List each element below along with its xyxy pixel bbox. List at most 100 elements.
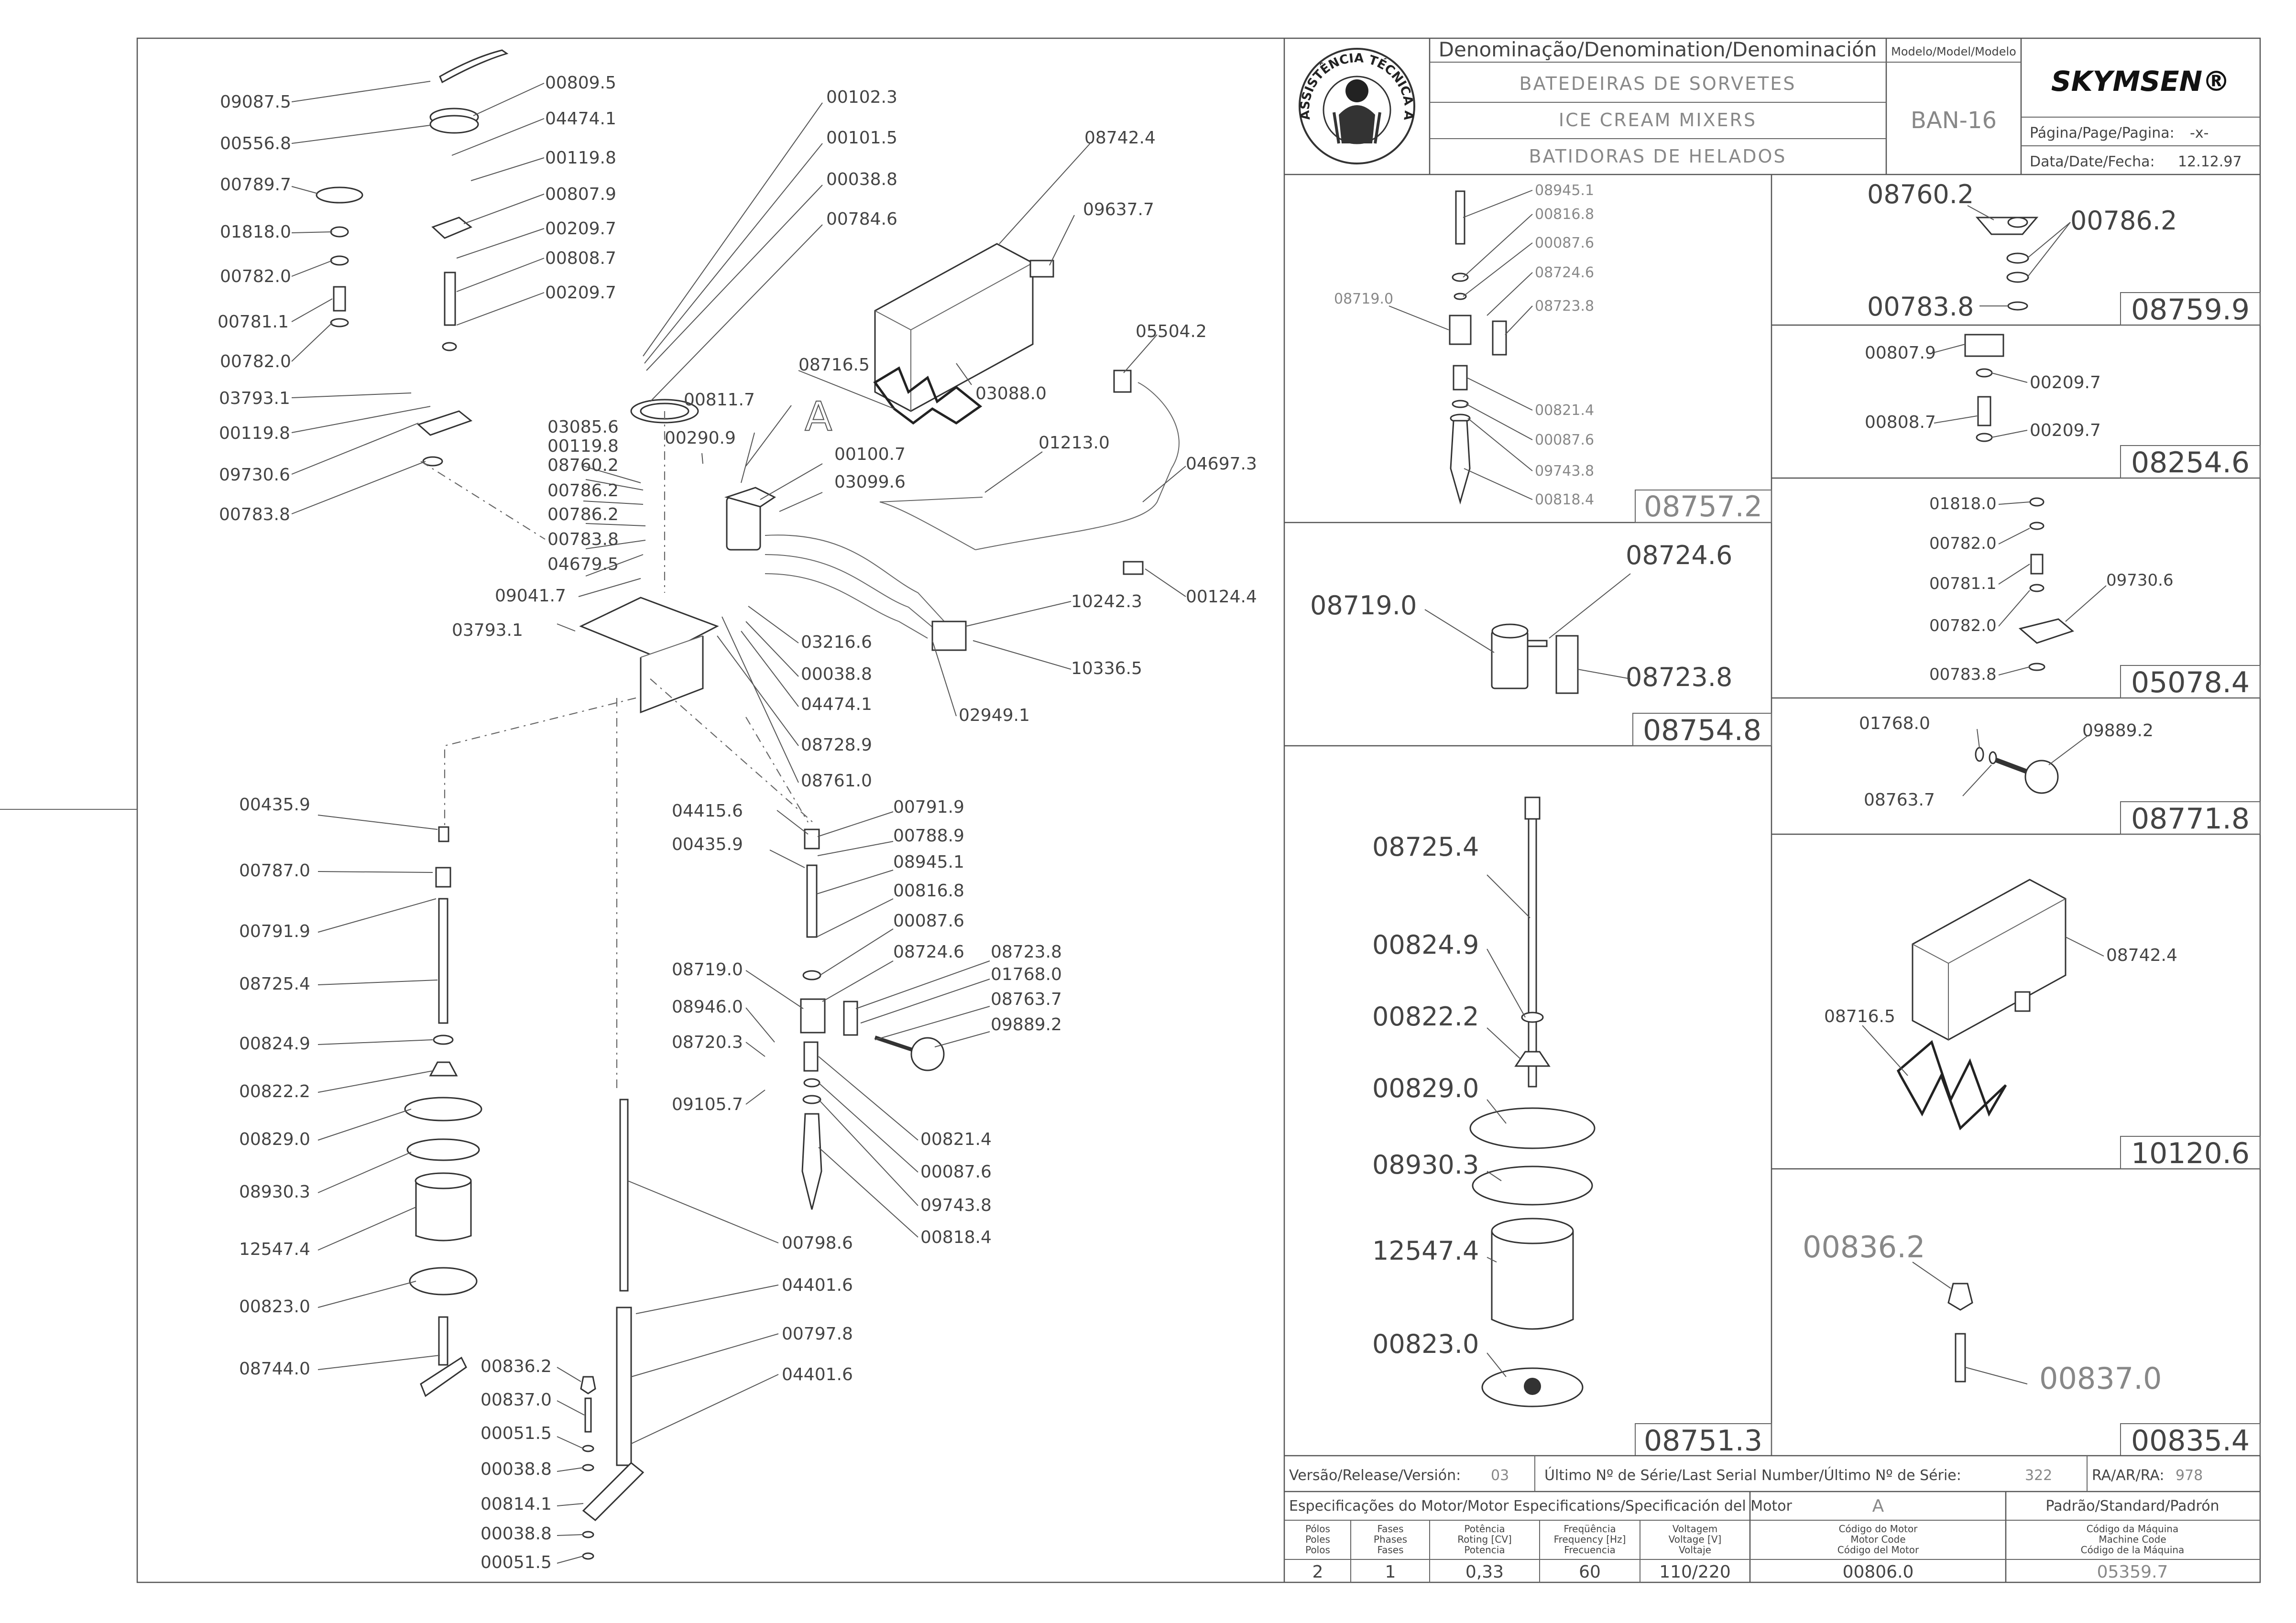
main-label-rc17: 00821.4 bbox=[920, 1130, 992, 1149]
main-label-b6: 00038.8 bbox=[481, 1524, 552, 1544]
main-label-ll8: 08930.3 bbox=[239, 1182, 310, 1202]
drawing-frame bbox=[136, 37, 2261, 1583]
s08254-label-d: 00209.7 bbox=[2030, 421, 2101, 440]
main-label-m21: 08728.9 bbox=[801, 735, 872, 755]
main-label-rc7: 00791.9 bbox=[893, 797, 964, 817]
subassembly-code-boxes: 08757.2 08754.8 08751.3 08759.9 08254.6 … bbox=[1632, 292, 2261, 1458]
code-05078: 05078.4 bbox=[2131, 666, 2250, 699]
code-10120: 10120.6 bbox=[2131, 1137, 2250, 1170]
main-label-l11: 00783.8 bbox=[219, 505, 290, 524]
s10120-label-belt: 08716.5 bbox=[1824, 1007, 1895, 1026]
main-label-c2: 00101.5 bbox=[826, 128, 897, 148]
s08757-label-4: 08724.6 bbox=[1535, 264, 1594, 281]
main-label-b4: 00038.8 bbox=[481, 1460, 552, 1479]
s08754-label-pin: 08724.6 bbox=[1626, 540, 1732, 570]
main-label-l3: 00789.7 bbox=[220, 175, 291, 195]
main-label-m5: 08760.2 bbox=[547, 456, 619, 475]
main-label-rc9: 08945.1 bbox=[893, 852, 964, 872]
s08751-label-bowl: 12547.4 bbox=[1372, 1236, 1479, 1266]
main-label-l9: 00119.8 bbox=[219, 424, 290, 443]
denomination-header: Denominação/Denomination/Denominación bbox=[1439, 38, 1877, 61]
title-block: ASSISTÊNCIA TÉCNICA AUTORIZADA Denominaç… bbox=[0, 0, 2260, 175]
subassembly-08751: 08725.4 00824.9 00822.2 00829.0 08930.3 … bbox=[1372, 796, 1596, 1407]
svg-text:ASSISTÊNCIA TÉCNICA AUTORIZADA: ASSISTÊNCIA TÉCNICA AUTORIZADA bbox=[0, 0, 1416, 121]
name-portuguese: BATEDEIRAS DE SORVETES bbox=[1520, 73, 1796, 94]
main-label-m16: 10336.5 bbox=[1071, 659, 1142, 678]
main-label-rc19: 09743.8 bbox=[920, 1196, 992, 1215]
s08254-label-a: 00807.9 bbox=[1865, 343, 1936, 363]
main-label-m22: 08761.0 bbox=[801, 771, 872, 791]
ra-value: 978 bbox=[2176, 1467, 2203, 1484]
code-08751: 08751.3 bbox=[1644, 1424, 1762, 1458]
footer-table: Versão/Release/Versión: 03 Último Nº de … bbox=[1284, 1455, 2260, 1582]
s08757-label-6: 08719.0 bbox=[1334, 291, 1393, 307]
subassembly-08757: 08945.1 00816.8 00087.6 08724.6 08723.8 … bbox=[1334, 182, 1594, 508]
s08751-label-base: 00823.0 bbox=[1372, 1329, 1479, 1359]
model-value: BAN-16 bbox=[1911, 107, 1997, 134]
s08754-label-body: 08719.0 bbox=[1310, 590, 1417, 621]
s08759-label-b: 00786.2 bbox=[2070, 206, 2177, 236]
authorized-service-seal: ASSISTÊNCIA TÉCNICA AUTORIZADA bbox=[0, 0, 1416, 164]
page-value: -x- bbox=[2190, 125, 2209, 142]
name-spanish: BATIDORAS DE HELADOS bbox=[1529, 146, 1786, 167]
main-label-ll4: 08725.4 bbox=[239, 974, 310, 994]
main-label-t7: 00209.7 bbox=[545, 283, 616, 303]
main-label-t5: 00209.7 bbox=[545, 219, 616, 239]
voltage-value: 110/220 bbox=[1659, 1562, 1731, 1582]
main-label-rc6: 09105.7 bbox=[672, 1095, 743, 1114]
main-label-c7: 08716.5 bbox=[798, 355, 870, 375]
s08757-label-9: 09743.8 bbox=[1535, 463, 1594, 479]
seal-text: ASSISTÊNCIA TÉCNICA AUTORIZADA bbox=[0, 0, 1416, 121]
main-label-c1: 00102.3 bbox=[826, 87, 897, 107]
main-label-b5: 00814.1 bbox=[481, 1494, 552, 1514]
phases-value: 1 bbox=[1385, 1562, 1396, 1582]
main-label-b7: 00051.5 bbox=[481, 1553, 552, 1572]
s08757-label-2: 00816.8 bbox=[1535, 206, 1594, 223]
main-label-l5: 00782.0 bbox=[220, 267, 291, 286]
main-label-m8: 00783.8 bbox=[547, 530, 619, 549]
poles-value: 2 bbox=[1312, 1562, 1323, 1582]
main-label-c10: 01213.0 bbox=[1039, 433, 1110, 453]
main-label-rc2: 00435.9 bbox=[672, 835, 743, 854]
main-label-m3: 03085.6 bbox=[547, 417, 619, 437]
s08757-label-1: 08945.1 bbox=[1535, 182, 1594, 199]
main-label-l10: 09730.6 bbox=[219, 465, 290, 485]
main-label-m4: 00119.8 bbox=[547, 436, 619, 456]
s10120-label-cover: 08742.4 bbox=[2106, 946, 2177, 965]
s08757-label-8: 00087.6 bbox=[1535, 432, 1594, 448]
serial-value: 322 bbox=[2025, 1467, 2052, 1484]
subassembly-05078: 01818.0 00782.0 00781.1 00782.0 09730.6 … bbox=[1929, 494, 2174, 684]
motor-spec-label: Especificações do Motor/Motor Especifica… bbox=[1289, 1498, 1793, 1514]
main-label-b1: 00836.2 bbox=[481, 1357, 552, 1376]
name-english: ICE CREAM MIXERS bbox=[1559, 109, 1757, 131]
s08757-label-10: 00818.4 bbox=[1535, 491, 1594, 508]
code-08771: 08771.8 bbox=[2131, 802, 2250, 836]
main-label-m12: 00100.7 bbox=[834, 445, 906, 464]
main-label-m15: 00124.4 bbox=[1186, 587, 1257, 607]
subassembly-00835: 00836.2 00837.0 bbox=[1803, 1230, 2162, 1396]
main-label-rc8: 00788.9 bbox=[893, 826, 964, 846]
s05078-label-d: 00782.0 bbox=[1929, 616, 1997, 635]
main-label-ll1: 00435.9 bbox=[239, 795, 310, 815]
code-00835: 00835.4 bbox=[2131, 1424, 2250, 1458]
main-label-rc11: 00087.6 bbox=[893, 911, 964, 931]
s00835-label-nut: 00836.2 bbox=[1803, 1230, 1925, 1264]
motor-code-letter: A bbox=[1872, 1496, 1884, 1516]
code-08254: 08254.6 bbox=[2131, 446, 2250, 479]
main-label-t6: 00808.7 bbox=[545, 249, 616, 268]
main-label-rc5: 08720.3 bbox=[672, 1033, 743, 1052]
main-label-t3: 00119.8 bbox=[545, 148, 616, 168]
subassembly-08771: 01768.0 09889.2 08763.7 bbox=[1859, 714, 2154, 810]
main-label-rc4: 08946.0 bbox=[672, 997, 743, 1017]
standard-label: Padrão/Standard/Padrón bbox=[2045, 1498, 2219, 1514]
date-value: 12.12.97 bbox=[2178, 153, 2242, 170]
main-label-rc15: 08763.7 bbox=[991, 990, 1062, 1009]
s08751-label-washer: 00824.9 bbox=[1372, 930, 1479, 960]
main-label-t4: 00807.9 bbox=[545, 185, 616, 204]
main-label-m13: 03099.6 bbox=[834, 472, 906, 492]
main-label-c8: 03088.0 bbox=[975, 384, 1047, 403]
main-label-m19: 04474.1 bbox=[801, 695, 872, 714]
main-label-rc3: 08719.0 bbox=[672, 960, 743, 980]
s05078-label-e: 09730.6 bbox=[2106, 571, 2174, 590]
